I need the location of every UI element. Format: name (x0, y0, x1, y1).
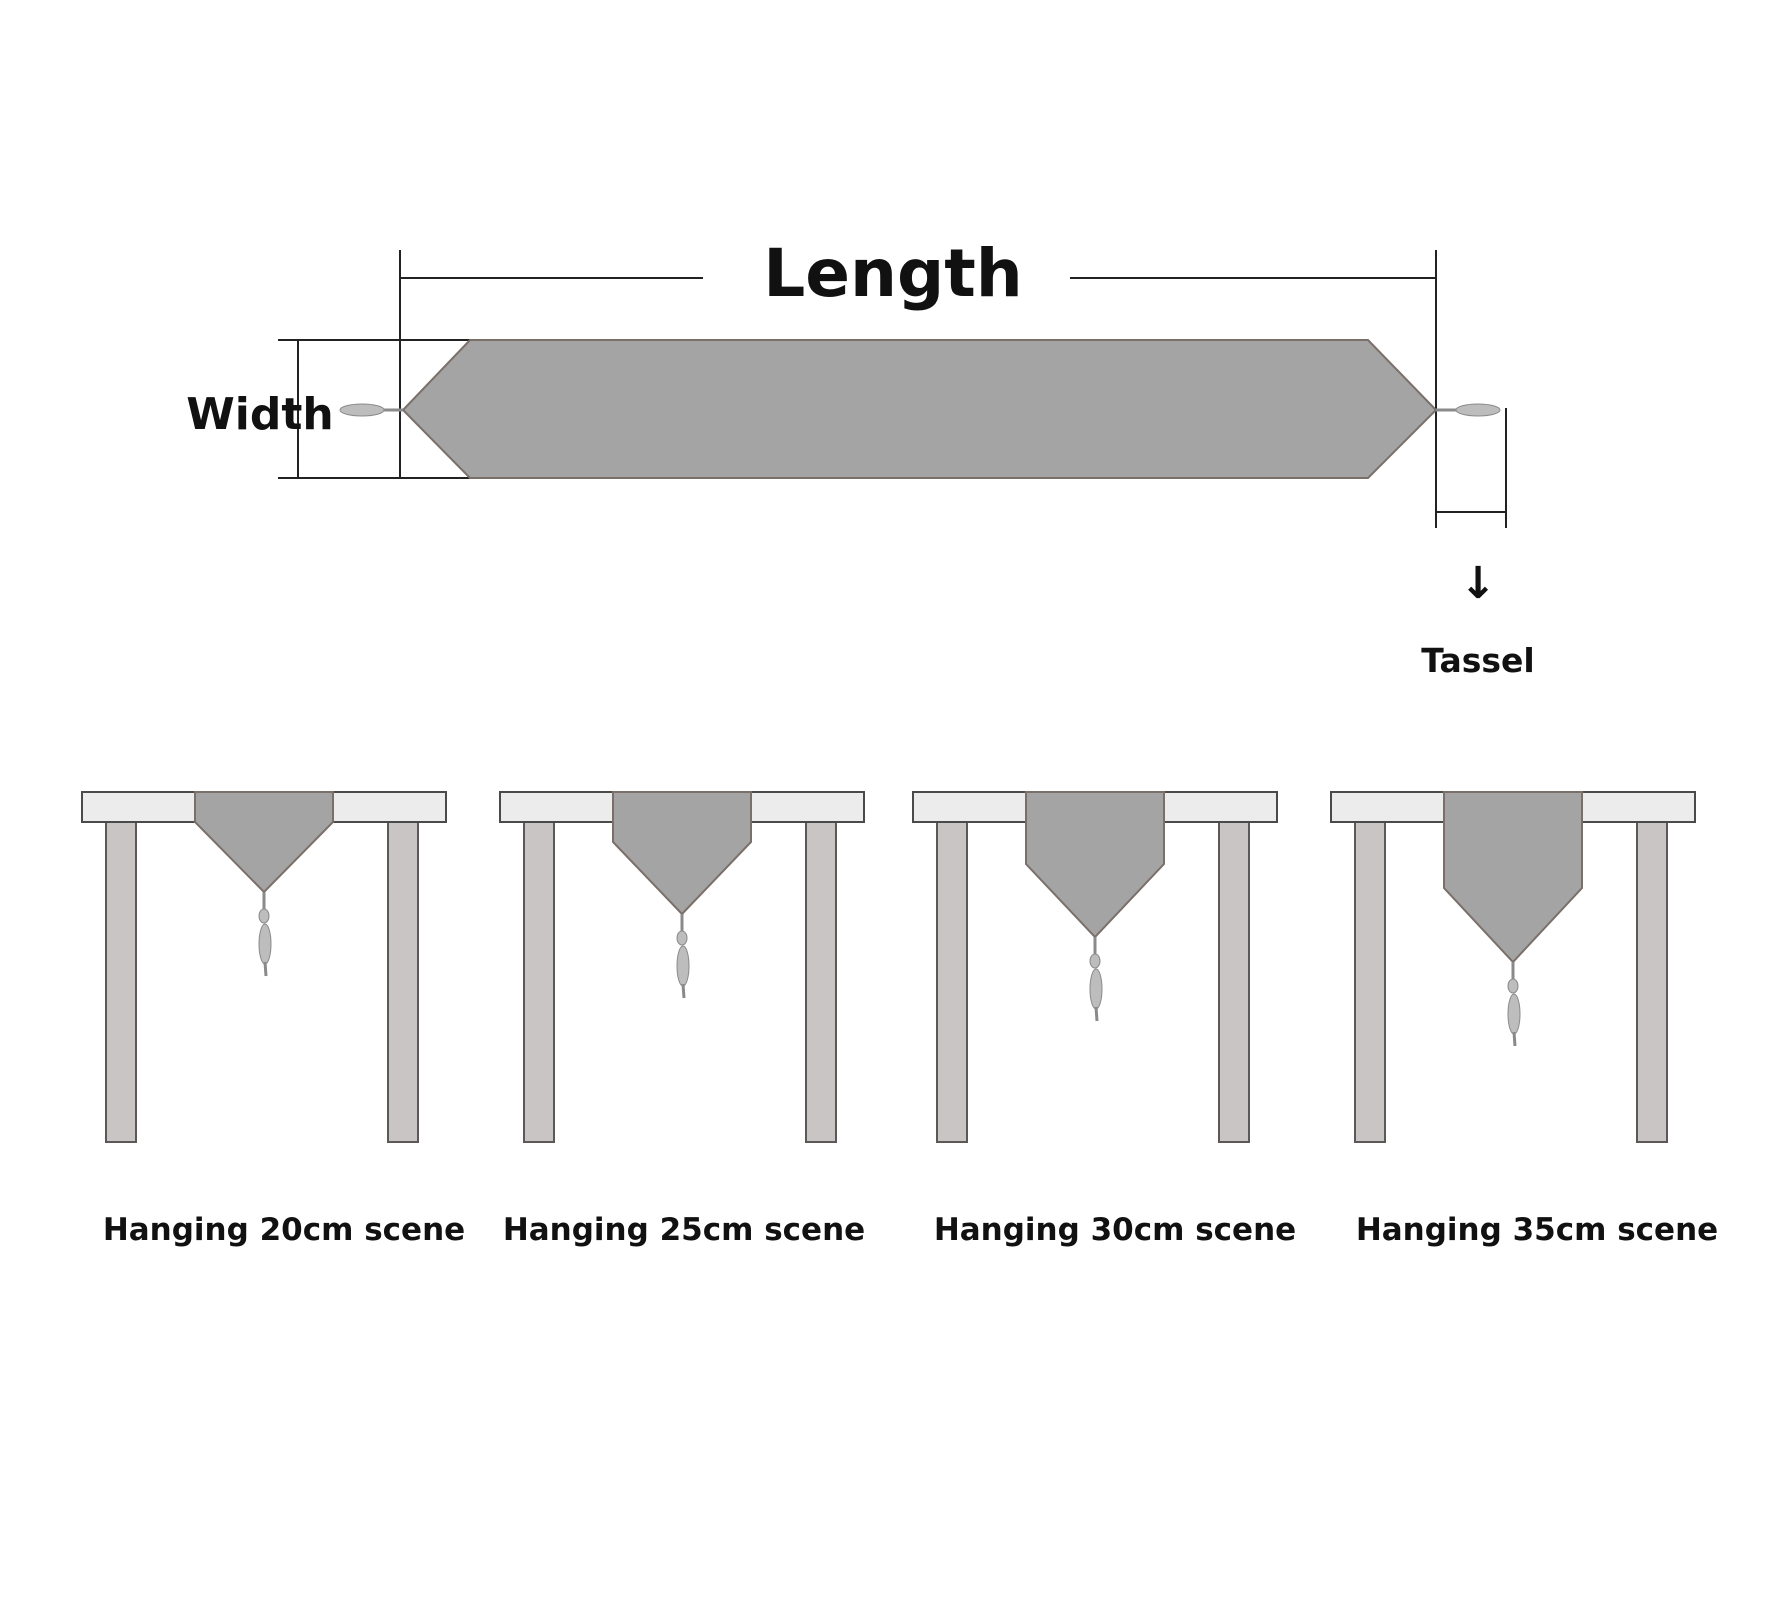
length-label: Length (763, 235, 1023, 312)
scene-label: Hanging 20cm scene (103, 1212, 465, 1248)
tassel-arrow-icon: ↓ (1460, 558, 1497, 609)
hanging-runner (194, 791, 334, 894)
scene-label: Hanging 25cm scene (503, 1212, 865, 1248)
table-leg-right (805, 821, 837, 1143)
table-leg-right (387, 821, 419, 1143)
hanging-scenes: Hanging 20cm scene Hanging 25cm scene Hang… (81, 791, 1718, 1248)
table-leg-right (1636, 821, 1668, 1143)
table-leg-right (1218, 821, 1250, 1143)
table-leg-left (1354, 821, 1386, 1143)
scene-4: Hanging 35cm scene (1330, 791, 1718, 1248)
right-tassel-icon (1436, 403, 1501, 417)
hanging-runner (1025, 791, 1165, 939)
table-leg-left (523, 821, 555, 1143)
scene-2: Hanging 25cm scene (499, 791, 865, 1248)
scene-3: Hanging 30cm scene (912, 791, 1296, 1248)
hanging-runner (612, 791, 752, 916)
table-leg-left (936, 821, 968, 1143)
hanging-runner (1443, 791, 1583, 964)
tassel-icon (676, 914, 690, 999)
left-tassel-icon (339, 403, 403, 417)
scene-label: Hanging 30cm scene (934, 1212, 1296, 1248)
scene-label: Hanging 35cm scene (1356, 1212, 1718, 1248)
width-label: Width (186, 389, 333, 440)
tassel-icon (1089, 937, 1103, 1022)
runner-dimension-view: Length Width ↓ Tassel (186, 235, 1534, 680)
table-leg-left (105, 821, 137, 1143)
tassel-icon (258, 892, 272, 977)
tassel-icon (1507, 962, 1521, 1047)
table-runner-shape (401, 339, 1438, 479)
scene-1: Hanging 20cm scene (81, 791, 465, 1248)
tassel-label: Tassel (1421, 641, 1535, 680)
